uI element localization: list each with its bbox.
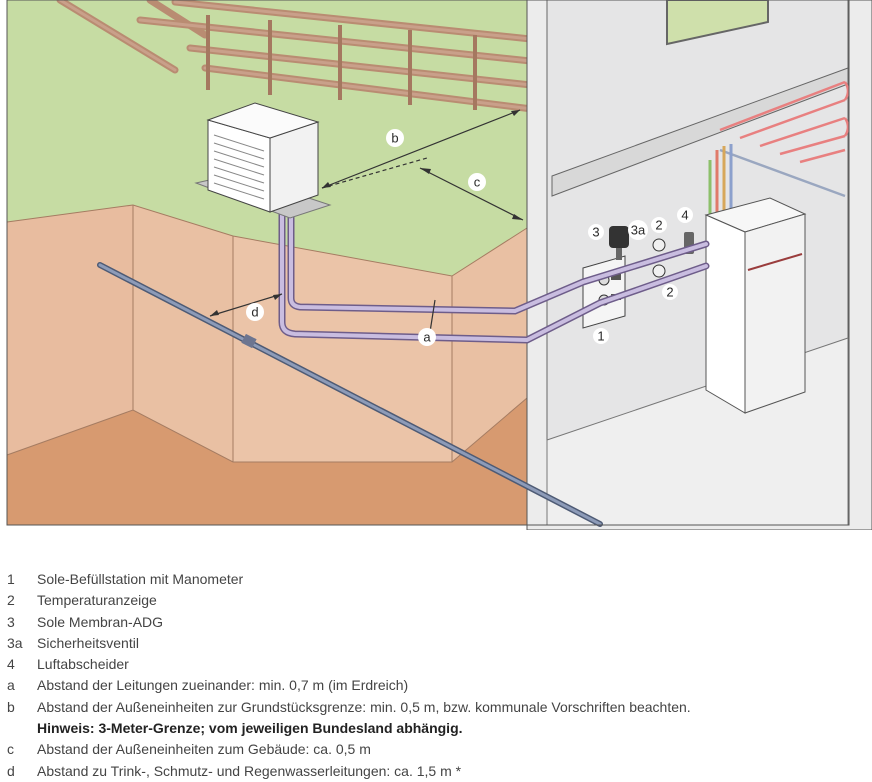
legend-text: Sicherheitsventil bbox=[37, 634, 139, 651]
legend-key: b bbox=[7, 698, 15, 715]
legend-text-main: Abstand der Außeneinheiten zur Grundstüc… bbox=[37, 698, 691, 715]
legend-key: a bbox=[7, 677, 15, 694]
svg-text:3a: 3a bbox=[631, 223, 646, 238]
legend-text: Abstand der Außeneinheiten zur Grundstüc… bbox=[37, 697, 867, 740]
brine-pipes bbox=[278, 201, 710, 344]
filling-station bbox=[582, 255, 626, 329]
svg-text:b: b bbox=[391, 131, 398, 146]
dimension-lines bbox=[209, 109, 524, 333]
soil-floor bbox=[7, 398, 650, 525]
legend-key: 4 bbox=[7, 656, 15, 673]
svg-text:a: a bbox=[423, 330, 431, 345]
svg-text:2: 2 bbox=[666, 285, 673, 300]
legend-text: Sole-Befüllstation mit Manometer bbox=[37, 571, 244, 587]
legend-item: 2 Temperaturanzeige bbox=[7, 590, 867, 611]
legend-item: 3a Sicherheitsventil bbox=[7, 633, 867, 654]
legend-item: 1 Sole-Befüllstation mit Manometer bbox=[7, 569, 867, 590]
svg-text:2: 2 bbox=[655, 218, 662, 233]
legend-item: a Abstand der Leitungen zueinander: min. … bbox=[7, 675, 867, 696]
legend-text: Luftabscheider bbox=[37, 656, 129, 673]
legend-text: Abstand der Außeneinheiten zum Gebäude: … bbox=[37, 741, 371, 758]
svg-text:3: 3 bbox=[592, 225, 599, 240]
legend-key: 3 bbox=[7, 613, 15, 630]
callout-a: a bbox=[418, 328, 436, 346]
ceiling-slab bbox=[551, 67, 849, 197]
callout-c: c bbox=[468, 173, 486, 191]
legend-text: Temperaturanzeige bbox=[37, 592, 157, 609]
indoor-unit bbox=[704, 197, 807, 414]
installation-diagram: b c d a 3 3a 2 4 2 1 bbox=[6, 0, 872, 530]
callout-3a: 3a bbox=[628, 220, 648, 240]
svg-text:c: c bbox=[474, 175, 481, 190]
legend-key: 3a bbox=[7, 634, 23, 651]
callout-3: 3 bbox=[588, 224, 604, 240]
expansion-vessel bbox=[609, 226, 629, 260]
legend-item: b Abstand der Außeneinheiten zur Grundstü… bbox=[7, 697, 867, 740]
callout-2-bottom: 2 bbox=[662, 284, 678, 300]
outdoor-unit bbox=[194, 102, 332, 219]
svg-text:1: 1 bbox=[597, 329, 604, 344]
window bbox=[666, 0, 769, 46]
legend-note: Hinweis: 3-Meter-Grenze; vom jeweiligen … bbox=[37, 720, 463, 737]
legend-key: 2 bbox=[7, 592, 15, 609]
legend-item: 4 Luftabscheider bbox=[7, 654, 867, 675]
legend-item: 3 Sole Membran-ADG bbox=[7, 612, 867, 633]
callout-b: b bbox=[386, 129, 404, 147]
callout-2-top: 2 bbox=[651, 217, 667, 233]
callout-d: d bbox=[246, 303, 264, 321]
svg-text:d: d bbox=[251, 305, 258, 320]
legend-key: 1 bbox=[7, 571, 15, 587]
legend-text: Abstand zu Trink-, Schmutz- und Regenwas… bbox=[37, 762, 462, 779]
legend-text: Sole Membran-ADG bbox=[37, 613, 164, 630]
underfloor-heating bbox=[719, 80, 850, 164]
svg-text:4: 4 bbox=[681, 208, 688, 223]
legend-key: d bbox=[7, 762, 15, 779]
supply-line bbox=[97, 262, 603, 527]
legend-item: d Abstand zu Trink-, Schmutz- und Regenwa… bbox=[7, 761, 867, 782]
callout-4: 4 bbox=[677, 207, 693, 223]
legend-item: c Abstand der Außeneinheiten zum Gebäude:… bbox=[7, 739, 867, 760]
legend-key: c bbox=[7, 741, 14, 758]
callout-1: 1 bbox=[593, 328, 609, 344]
fence bbox=[56, 0, 544, 114]
thermometers bbox=[652, 238, 666, 278]
legend-text: Abstand der Leitungen zueinander: min. 0… bbox=[37, 677, 409, 694]
legend: 1 Sole-Befüllstation mit Manometer 2 Tempe… bbox=[7, 569, 867, 782]
